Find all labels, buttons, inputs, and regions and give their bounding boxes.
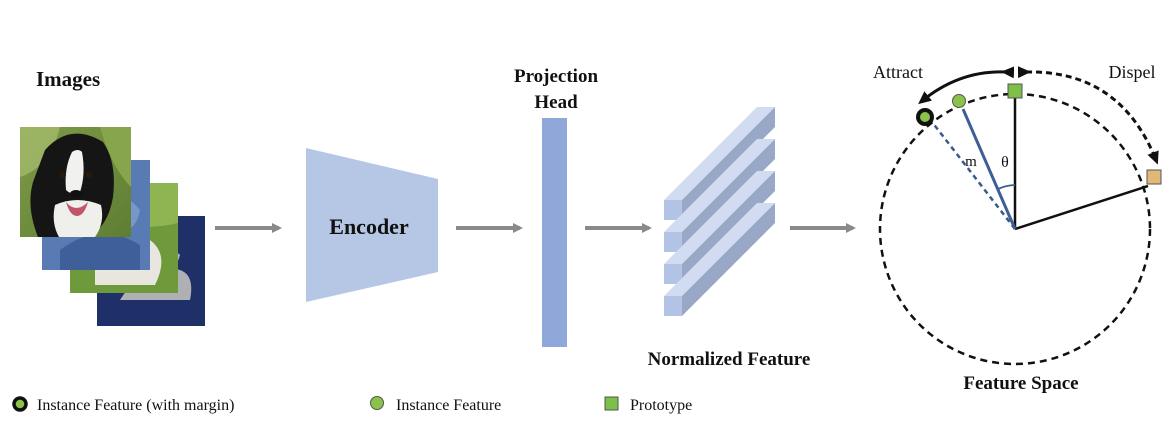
normalized-feature-stack: Normalized Feature	[648, 107, 811, 370]
instance-feature-icon	[370, 396, 384, 410]
theta-arc	[997, 184, 1016, 190]
encoder-block: Encoder	[306, 148, 438, 302]
normalized-feature-label: Normalized Feature	[648, 349, 811, 370]
theta-label: θ	[1001, 154, 1009, 171]
radius-to-other-prototype	[1014, 184, 1149, 231]
projection-head: Projection Head	[514, 66, 598, 347]
instance-feature-margin-marker	[916, 108, 934, 126]
attract-arrow	[918, 66, 1015, 105]
dispel-label: Dispel	[1109, 62, 1156, 82]
feature-space: θ m Attract Dispel Feature Space	[873, 62, 1162, 394]
legend: Instance Feature (with margin) Instance …	[12, 396, 692, 414]
projection-title-line1: Projection	[514, 66, 598, 87]
hypersphere-circle	[878, 92, 1152, 366]
instance-feature-marker	[952, 94, 966, 108]
feature-space-label: Feature Space	[963, 373, 1078, 394]
radius-to-instance	[961, 108, 1017, 230]
legend-label-prototype: Prototype	[630, 397, 692, 414]
projection-title-line2: Head	[534, 92, 578, 113]
projection-bar	[542, 118, 567, 347]
other-prototype-marker	[1146, 169, 1162, 185]
legend-label-instance: Instance Feature	[396, 397, 501, 414]
feature-bar-4	[664, 203, 775, 316]
encoder-label: Encoder	[329, 214, 409, 239]
image-stack	[20, 127, 205, 326]
prototype-icon	[604, 396, 619, 411]
image-card-dog	[20, 127, 131, 237]
legend-label-instance-margin: Instance Feature (with margin)	[37, 397, 234, 414]
radius-to-margin-instance	[931, 121, 1016, 230]
images-title: Images	[36, 67, 100, 91]
margin-label: m	[965, 154, 977, 170]
instance-feature-margin-icon	[12, 396, 28, 412]
attract-label: Attract	[873, 62, 923, 82]
prototype-marker	[1007, 83, 1023, 99]
dispel-arrow	[1017, 66, 1159, 165]
